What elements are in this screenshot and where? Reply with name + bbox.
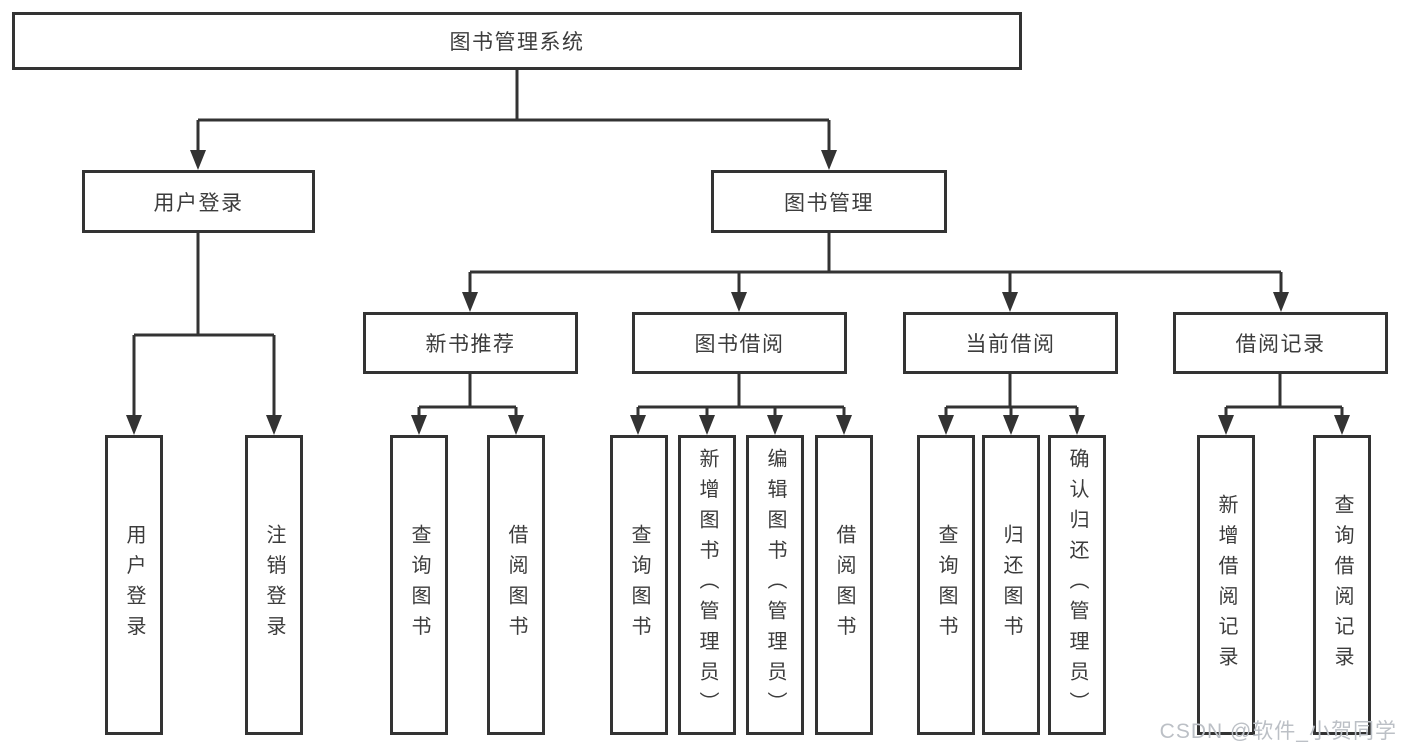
- edge-login-to-leaves: [132, 233, 276, 417]
- leaf-return-books: 归还图书: [982, 435, 1040, 735]
- leaf-user-login: 用户登录: [105, 435, 163, 735]
- leaf-borrow-books: 借阅图书: [815, 435, 873, 735]
- node-new-book-recommend: 新书推荐: [363, 312, 578, 374]
- node-library-management-system: 图书管理系统: [12, 12, 1022, 70]
- leaf-edit-books-admin: 编辑图书（管理员）: [746, 435, 804, 735]
- leaf-query-books-borrow: 查询图书: [610, 435, 668, 735]
- arrow-down-icon: [938, 415, 954, 435]
- arrow-down-icon: [1002, 292, 1018, 312]
- edge-root-to-level2: [196, 70, 831, 152]
- csdn-watermark: CSDN @软件_小贺同学: [1159, 720, 1397, 743]
- edge-recommend-to-leaves: [417, 374, 518, 417]
- edge-current-to-leaves: [944, 374, 1079, 417]
- arrow-down-icon: [1218, 415, 1234, 435]
- arrow-down-icon: [699, 415, 715, 435]
- arrow-down-icon: [266, 415, 282, 435]
- arrow-down-icon: [1003, 415, 1019, 435]
- arrow-down-icon: [508, 415, 524, 435]
- leaf-logout: 注销登录: [245, 435, 303, 735]
- arrow-down-icon: [462, 292, 478, 312]
- edge-borrow-to-leaves: [636, 374, 846, 417]
- edge-mgmt-to-groups: [468, 233, 1283, 294]
- node-borrow-records: 借阅记录: [1173, 312, 1388, 374]
- arrow-down-icon: [411, 415, 427, 435]
- node-user-login: 用户登录: [82, 170, 315, 233]
- arrow-down-icon: [731, 292, 747, 312]
- arrowhead-icons: [126, 150, 1350, 435]
- leaf-query-books-current: 查询图书: [917, 435, 975, 735]
- leaf-confirm-return-admin: 确认归还（管理员）: [1048, 435, 1106, 735]
- leaf-query-borrow-record: 查询借阅记录: [1313, 435, 1371, 735]
- leaf-add-borrow-record: 新增借阅记录: [1197, 435, 1255, 735]
- arrow-down-icon: [821, 150, 837, 170]
- node-current-borrow: 当前借阅: [903, 312, 1118, 374]
- edge-records-to-leaves: [1224, 374, 1344, 417]
- leaf-borrow-books-recommend: 借阅图书: [487, 435, 545, 735]
- arrow-down-icon: [630, 415, 646, 435]
- arrow-down-icon: [1069, 415, 1085, 435]
- leaf-query-books-recommend: 查询图书: [390, 435, 448, 735]
- arrow-down-icon: [190, 150, 206, 170]
- leaf-add-books-admin: 新增图书（管理员）: [678, 435, 736, 735]
- arrow-down-icon: [126, 415, 142, 435]
- arrow-down-icon: [1334, 415, 1350, 435]
- arrow-down-icon: [1273, 292, 1289, 312]
- node-book-management: 图书管理: [711, 170, 947, 233]
- arrow-down-icon: [836, 415, 852, 435]
- connector-paths: [132, 70, 1344, 417]
- node-book-borrow: 图书借阅: [632, 312, 847, 374]
- arrow-down-icon: [767, 415, 783, 435]
